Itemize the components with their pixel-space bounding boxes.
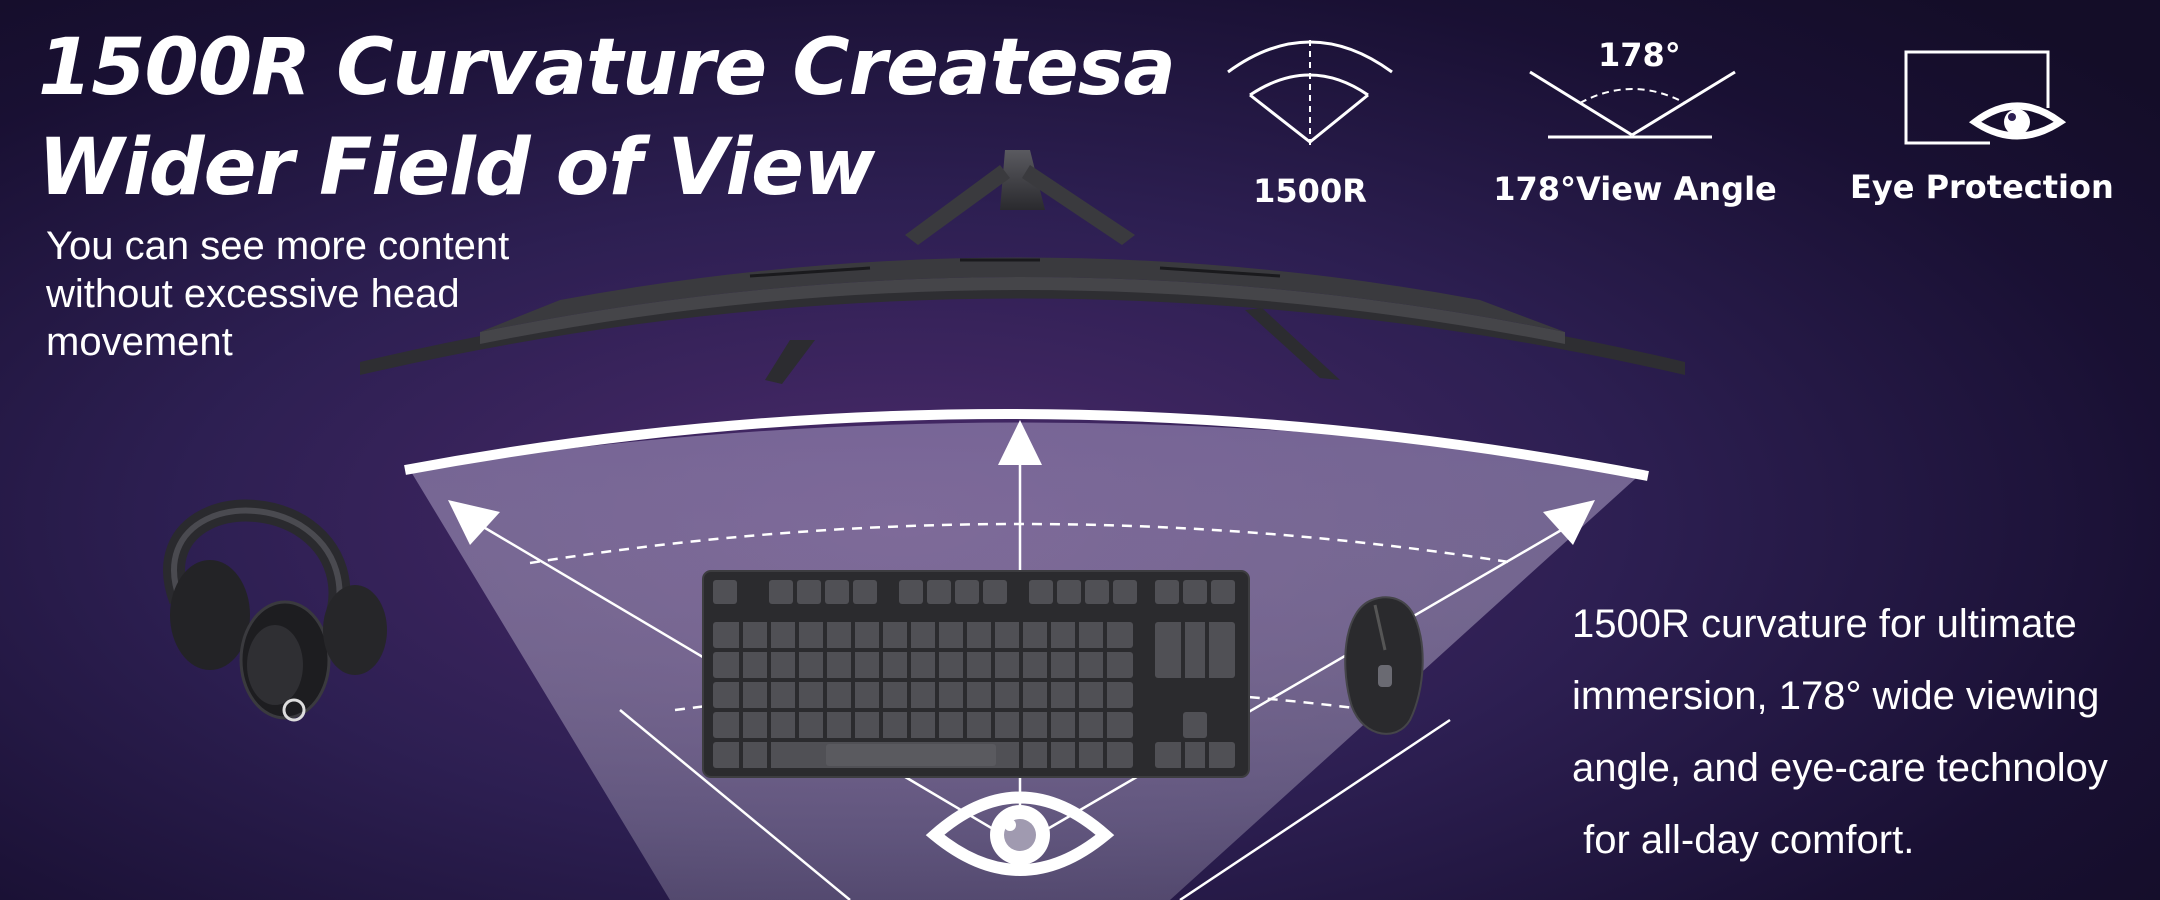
curvature-arc (404, 409, 1649, 481)
feature-label-view-angle: 178°View Angle (1493, 170, 1777, 208)
subtext-line-1: You can see more content (46, 224, 510, 268)
headline-line-1: 1500R Curvature Createsa (38, 23, 1176, 113)
body-copy-line-3: angle, and eye-care technoloy (1572, 746, 2108, 790)
eye-icon (925, 791, 1115, 876)
eye-protection-icon (1904, 50, 2067, 145)
feature-label-curvature: 1500R (1253, 172, 1367, 210)
arrow-right-icon (1543, 500, 1595, 545)
feature-label-eye-protection: Eye Protection (1850, 168, 2114, 206)
view-angle-value: 178° (1598, 36, 1681, 74)
curved-monitor (360, 257, 1685, 375)
curvature-icon (1227, 40, 1393, 145)
body-copy: 1500R curvature for ultimate immersion, … (1572, 588, 2152, 876)
mechanical-keyboard (702, 570, 1250, 778)
body-copy-line-4: for all-day comfort. (1572, 818, 1915, 862)
monitor-stand (765, 150, 1340, 384)
headline-line-2: Wider Field of View (38, 123, 875, 213)
view-angle-icon (1529, 70, 1736, 139)
body-copy-line-1: 1500R curvature for ultimate (1572, 602, 2077, 646)
subtext-line-2: without excessive head (46, 272, 460, 316)
headline: 1500R Curvature Createsa Wider Field of … (38, 18, 1176, 218)
subtext-line-3: movement (46, 320, 233, 364)
gaming-mouse (1344, 596, 1424, 735)
arrow-left-icon (448, 500, 500, 545)
arrow-up-icon (998, 420, 1042, 465)
subtext: You can see more content without excessi… (46, 222, 606, 366)
headphones (163, 499, 387, 722)
body-copy-line-2: immersion, 178° wide viewing (1572, 674, 2100, 718)
